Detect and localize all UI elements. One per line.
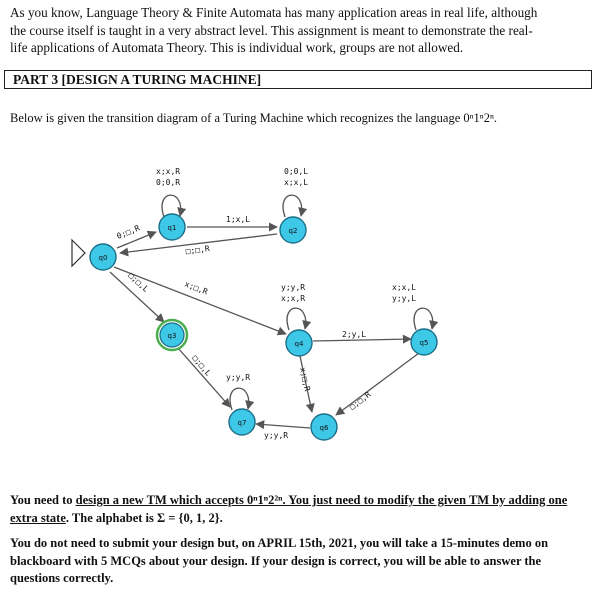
instructions-p1-lead: You need to [10,493,76,507]
label-q2-loop-1: 0;0,L [284,167,308,176]
label-q4-q6: x;□,R [298,367,312,393]
state-q6: q6 [310,413,338,441]
instructions-paragraph-2: You do not need to submit your design bu… [10,536,549,585]
label-q0-q1: 0;□,R [115,223,141,240]
loop-q2 [282,194,308,218]
part-title: PART 3 [DESIGN A TURING MACHINE] [13,72,262,87]
edge-q0-q4 [113,266,287,336]
state-q7: q7 [228,408,256,436]
label-q4-loop-1: y;y,R [281,283,305,292]
intro-line-1: As you know, Language Theory & Finite Au… [10,5,538,20]
diagram-description: Below is given the transition diagram of… [10,111,498,125]
edge-q2-q0 [119,233,278,257]
state-q0: q0 [89,243,117,271]
svg-text:q1: q1 [168,224,177,232]
instructions-p1-alphabet: . The alphabet is Σ = {0, 1, 2}. [65,510,223,525]
label-q1-q2: 1;x,L [226,215,250,224]
loop-q7 [229,387,255,411]
instructions-paragraph-1: You need to design a new TM which accept… [10,492,592,527]
intro-line-3: life applications of Automata Theory. Th… [10,40,464,56]
state-q2: q2 [279,216,307,244]
label-q7-loop: y;y,R [226,373,250,382]
state-q4: q4 [285,329,313,357]
label-q1-loop-2: 0;0,R [156,178,180,187]
intro-paragraph: As you know, Language Theory & Finite Au… [10,4,588,57]
svg-text:q5: q5 [420,339,429,347]
label-q4-q5: 2;y,L [342,330,366,339]
turing-machine-diagram: q0 q1 q2 q3 q4 q5 q6 q7 [71,167,439,441]
label-q5-loop-1: x;x,L [392,283,416,292]
instructions: You need to design a new TM which accept… [10,492,592,588]
edge-q4-q5 [312,334,412,344]
start-arrow-icon [71,238,86,268]
svg-text:q3: q3 [168,332,177,340]
svg-text:q2: q2 [289,227,298,235]
label-q2-loop-2: x;x,L [284,178,308,187]
edge-q3-q7 [177,347,231,408]
svg-text:q7: q7 [238,419,247,427]
loop-q4 [286,307,312,331]
loop-q5 [413,307,439,331]
label-q1-loop-1: x;x,R [156,167,180,176]
label-q5-q6: □;□,R [348,390,373,412]
svg-text:q4: q4 [295,340,304,348]
intro-line-2: the course itself is taught in a very ab… [10,22,533,38]
part-header-box: PART 3 [DESIGN A TURING MACHINE] [4,70,592,89]
instructions-p1-task: design a new TM which accepts 0ⁿ1ⁿ2²ⁿ. Y… [10,493,568,525]
label-q6-q7: y;y,R [264,431,288,440]
state-q3: q3 [155,318,189,352]
svg-text:q0: q0 [99,254,108,262]
label-q5-loop-2: y;y,L [392,294,416,303]
edge-q6-q7 [255,420,311,430]
label-q4-loop-2: x;x,R [281,294,305,303]
label-q2-q0: □;□,R [185,244,210,256]
edge-q0-q3 [109,271,165,323]
edge-q4-q6 [299,355,315,413]
state-q5: q5 [410,328,438,356]
label-q0-q4: x;□,R [183,279,209,296]
state-q1: q1 [158,213,186,241]
loop-q1 [161,194,187,218]
svg-text:q6: q6 [320,424,329,432]
edge-q0-q1 [116,230,157,249]
edge-q5-q6 [335,352,420,416]
